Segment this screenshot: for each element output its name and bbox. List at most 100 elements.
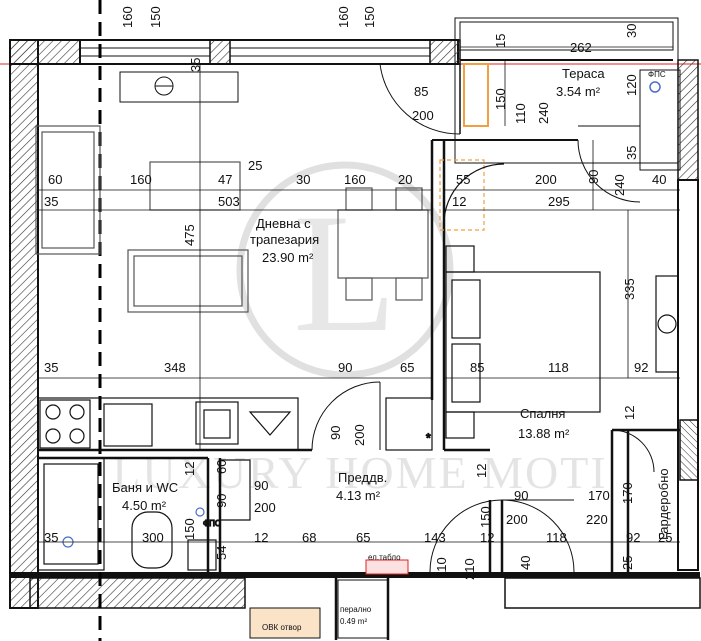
svg-text:30: 30	[296, 172, 310, 187]
terrace-outline	[454, 17, 679, 164]
svg-text:12: 12	[480, 530, 494, 545]
ovk-opening	[249, 607, 321, 639]
svg-text:30: 30	[624, 24, 639, 38]
sink	[195, 401, 239, 445]
radiator-living	[119, 71, 239, 103]
svg-text:85: 85	[470, 360, 484, 375]
sofa-bottom	[127, 249, 249, 313]
laundry-label: перално	[340, 605, 372, 614]
svg-text:90: 90	[254, 478, 268, 493]
svg-text:295: 295	[548, 194, 570, 209]
room-bath-name: Баня и WC	[112, 480, 178, 495]
svg-text:25: 25	[658, 530, 672, 545]
chair	[395, 277, 423, 301]
kitchen-counter	[37, 397, 299, 451]
svg-text:110: 110	[434, 557, 449, 578]
chair	[345, 277, 373, 301]
wall-terrace-right	[677, 59, 699, 181]
svg-text:65: 65	[400, 360, 414, 375]
svg-text:160: 160	[336, 6, 351, 28]
svg-text:150: 150	[148, 6, 163, 28]
svg-text:200: 200	[352, 424, 367, 446]
watermark-monogram: L	[293, 179, 397, 367]
svg-text:300: 300	[142, 530, 164, 545]
svg-text:262: 262	[570, 40, 592, 55]
nightstand	[445, 411, 475, 439]
svg-text:54: 54	[214, 546, 229, 560]
svg-text:150: 150	[362, 6, 377, 28]
bathroom: ФПС	[37, 457, 251, 571]
wall-bottom	[10, 572, 700, 578]
svg-text:35: 35	[44, 360, 58, 375]
room-hall-area: 4.13 m²	[336, 488, 381, 503]
svg-text:90: 90	[328, 426, 343, 440]
watermark-text: LUXURY HOME MOTI	[112, 447, 607, 498]
room-hall-name: Преддв.	[338, 470, 387, 485]
room-bedroom-name: Спалня	[520, 406, 565, 421]
wall-right	[677, 179, 699, 571]
svg-text:35: 35	[188, 58, 203, 72]
double-bed	[445, 271, 601, 413]
hood-icon	[248, 411, 292, 436]
svg-text:160: 160	[130, 172, 152, 187]
svg-text:240: 240	[612, 174, 627, 196]
svg-text:200: 200	[506, 512, 528, 527]
wall-right-pier	[679, 419, 699, 481]
svg-text:90: 90	[214, 494, 229, 508]
fps-icon	[649, 81, 661, 93]
svg-text:35: 35	[44, 194, 58, 209]
fps-label-bath: ФПС	[203, 519, 221, 528]
watermark: L LUXURY HOME MOTI	[112, 161, 607, 498]
svg-text:12: 12	[474, 464, 489, 478]
bedroom-door-swing	[501, 499, 575, 573]
fps-label: ФПС	[648, 70, 666, 79]
svg-text:65: 65	[356, 530, 370, 545]
electric-panel-label: ел.табло	[368, 553, 401, 562]
svg-text:12: 12	[254, 530, 268, 545]
svg-text:143: 143	[424, 530, 446, 545]
wall-left	[9, 39, 39, 609]
pillow	[451, 279, 481, 339]
svg-text:60: 60	[214, 460, 229, 474]
bath-door-frame	[220, 459, 251, 521]
svg-text:20: 20	[398, 172, 412, 187]
svg-text:35: 35	[44, 530, 58, 545]
toilet	[131, 511, 173, 569]
svg-text:92: 92	[626, 530, 640, 545]
dimension-lines	[38, 46, 680, 543]
terrace: ФПС	[379, 17, 681, 203]
svg-text:200: 200	[412, 108, 434, 123]
svg-text:110: 110	[513, 103, 528, 124]
bedroom-unit	[439, 159, 485, 231]
svg-text:170: 170	[620, 482, 635, 504]
wall-bottom-left	[29, 577, 246, 609]
svg-text:150: 150	[493, 88, 508, 110]
svg-text:15: 15	[493, 34, 508, 48]
terrace-door-swing	[379, 63, 461, 135]
svg-text:240: 240	[536, 102, 551, 124]
svg-text:60: 60	[48, 172, 62, 187]
svg-text:40: 40	[652, 172, 666, 187]
svg-text:90: 90	[514, 488, 528, 503]
room-wardrobe-name: Гардеробно	[656, 468, 671, 540]
svg-text:55: 55	[456, 172, 470, 187]
svg-text:150: 150	[182, 518, 197, 540]
kitchen: *	[37, 397, 433, 451]
svg-text:120: 120	[624, 74, 639, 96]
pillow	[451, 343, 481, 403]
terrace-parapet	[459, 21, 674, 51]
hall-door-swing	[429, 499, 503, 573]
svg-text:35: 35	[624, 146, 639, 160]
svg-text:12: 12	[622, 406, 637, 420]
drain-icon	[195, 507, 205, 517]
electric-panel	[365, 559, 409, 575]
svg-text:170: 170	[588, 488, 610, 503]
svg-text:68: 68	[302, 530, 316, 545]
wall-bottom-right	[504, 577, 701, 609]
svg-text:12: 12	[182, 462, 197, 476]
room-bedroom-area: 13.88 m²	[518, 426, 570, 441]
svg-text:210: 210	[462, 558, 477, 580]
room-terrace-name: Тераса	[562, 66, 605, 81]
fridge	[385, 397, 433, 451]
